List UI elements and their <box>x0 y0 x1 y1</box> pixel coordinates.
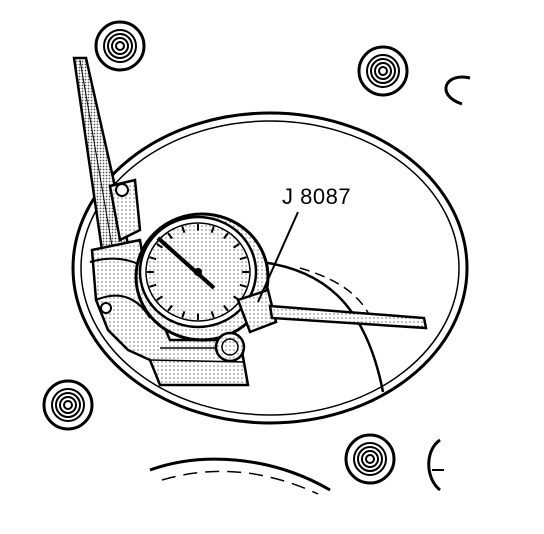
dial-tick <box>149 256 157 261</box>
dial-tick <box>156 295 163 302</box>
bore-ring <box>71 111 469 425</box>
dial-tick <box>210 226 215 233</box>
tool-callout-label: J 8087 <box>282 184 352 209</box>
bolt-hole-top-right <box>357 45 409 97</box>
dial-tick <box>223 304 229 312</box>
dial-tick <box>223 232 229 240</box>
dial-tick <box>233 242 240 249</box>
dial-tick <box>149 283 157 288</box>
edge-arc-bottom-right <box>427 438 442 492</box>
dial-tick <box>239 283 247 288</box>
dial-tick <box>210 311 215 318</box>
edge-arc-top-right <box>444 75 471 106</box>
bolt-hole-bottom-left <box>42 379 94 431</box>
dial-ticks <box>147 224 249 320</box>
dial-indicator <box>134 212 270 342</box>
lower-gasket-arcs <box>149 457 331 495</box>
dial-needle <box>156 236 216 290</box>
piston-arc <box>261 260 385 393</box>
dial-tick <box>239 256 247 261</box>
dial-tick <box>181 226 186 233</box>
dial-tick <box>167 232 173 240</box>
dial-tick <box>181 311 186 318</box>
dial-tick <box>167 304 173 312</box>
indicator-stem <box>214 288 428 363</box>
bolt-hole-bottom-right <box>344 433 396 485</box>
bolt-hole-top-left <box>94 20 146 72</box>
callout-leader-line <box>257 211 299 303</box>
dial-tick <box>156 242 163 249</box>
dial-center-hub <box>194 268 202 276</box>
